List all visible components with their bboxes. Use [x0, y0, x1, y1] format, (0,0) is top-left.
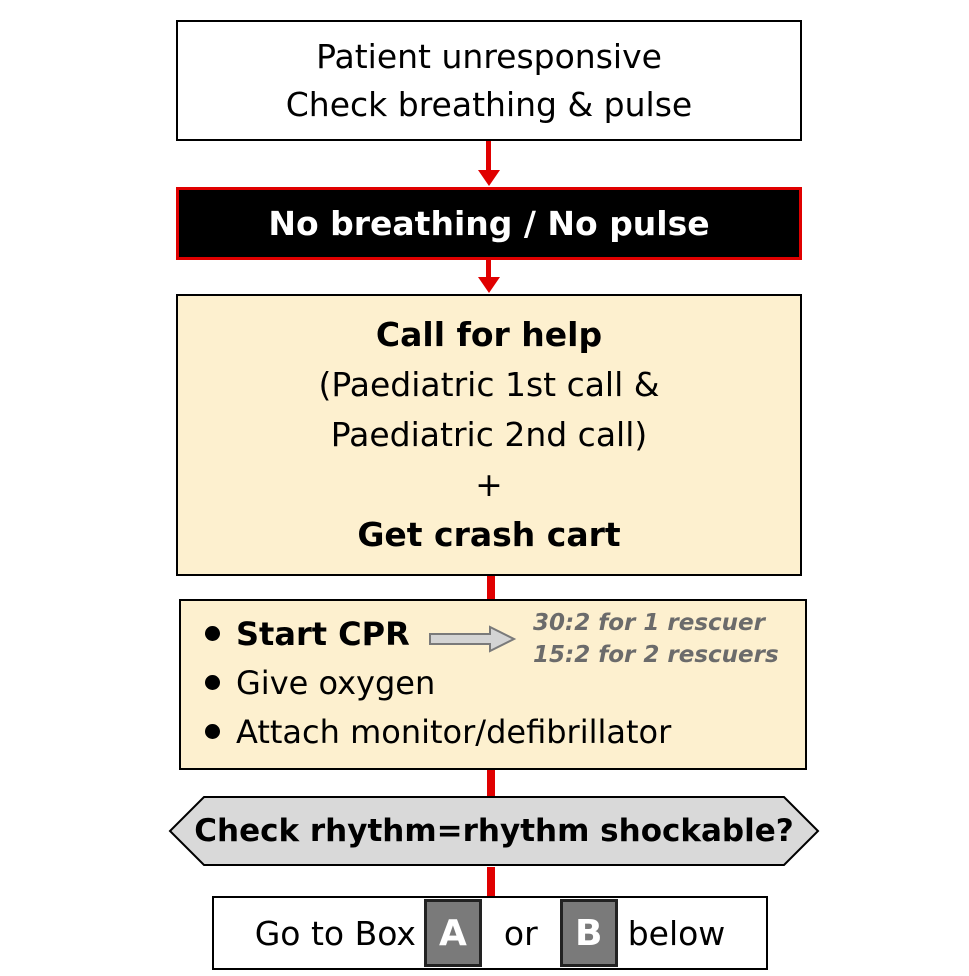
or-text: or	[503, 913, 538, 953]
step3-line2: (Paediatric 1st call &	[318, 365, 660, 404]
arrowhead-1	[478, 170, 500, 186]
step-no-breathing: No breathing / No pulse	[176, 187, 802, 260]
bullet-text: Attach monitor/defibrillator	[236, 713, 672, 751]
bullet-dot	[205, 723, 220, 739]
connector-1	[486, 141, 491, 171]
step-go-to-box: Go to Box A or B below	[212, 896, 768, 970]
bullet-text: Give oxygen	[236, 664, 436, 702]
step3-line5: Get crash cart	[357, 515, 621, 554]
cpr-note-line1: 30:2 for 1 rescuer	[533, 610, 765, 636]
cpr-note-line2: 15:2 for 2 rescuers	[533, 642, 779, 668]
step-call-for-help: Call for help (Paediatric 1st call & Pae…	[176, 294, 802, 576]
bullet-dot	[205, 625, 220, 641]
step-start-cpr: Start CPR Give oxygen Attach monitor/def…	[179, 599, 807, 770]
cpr-ratio-note: 30:2 for 1 rescuer 15:2 for 2 rescuers	[533, 607, 779, 671]
connector-3	[487, 576, 495, 600]
bullet-attach-monitor: Attach monitor/defibrillator	[205, 713, 671, 751]
step2-label: No breathing / No pulse	[268, 204, 710, 243]
step3-line3: Paediatric 2nd call)	[330, 415, 648, 454]
step3-title: Call for help	[375, 315, 603, 354]
decision-label: Check rhythm=rhythm shockable?	[194, 813, 794, 849]
box-a-tag: A	[423, 899, 482, 967]
step-patient-unresponsive: Patient unresponsive Check breathing & p…	[176, 20, 802, 141]
step1-line2: Check breathing & pulse	[285, 84, 693, 124]
box-b-tag: B	[559, 899, 618, 967]
go-to-box-text: Go to Box	[254, 913, 416, 953]
connector-4	[487, 770, 495, 797]
right-arrow-icon	[429, 625, 517, 653]
bullet-dot	[205, 674, 220, 690]
step1-line1: Patient unresponsive	[316, 36, 662, 76]
bullet-start-cpr: Start CPR	[205, 615, 410, 653]
arrowhead-2	[478, 277, 500, 293]
below-text: below	[627, 913, 726, 953]
decision-hexagon	[168, 796, 820, 866]
step3-plus: +	[475, 465, 503, 504]
connector-2	[486, 260, 491, 278]
bullet-text: Start CPR	[236, 615, 410, 653]
bullet-give-oxygen: Give oxygen	[205, 664, 435, 702]
connector-5	[487, 867, 495, 897]
